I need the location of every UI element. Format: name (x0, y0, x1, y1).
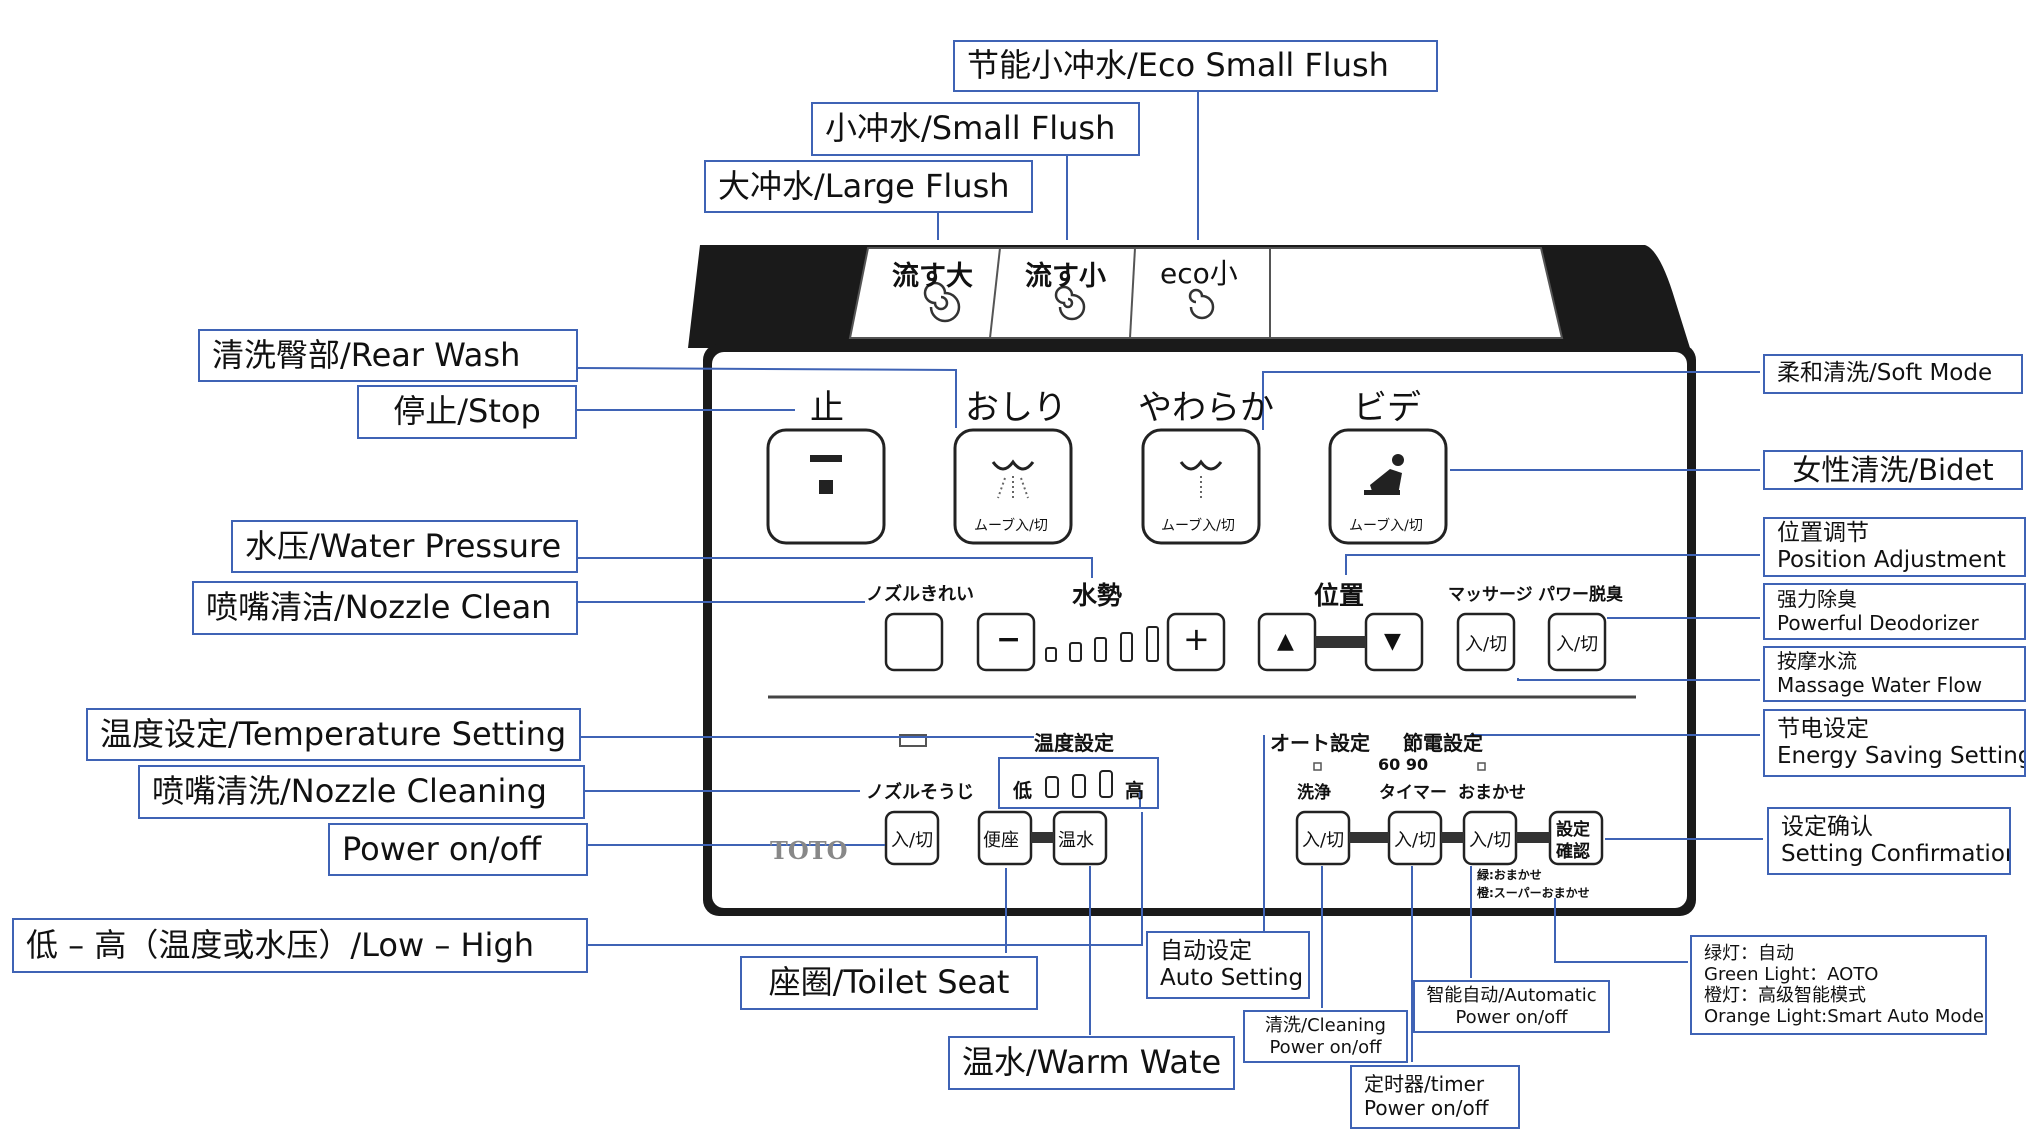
nozzle-souji-label: ノズルそうじ (866, 782, 974, 803)
stop-dot-icon (819, 480, 833, 494)
minus-glyph: − (996, 622, 1022, 657)
timer-onoff-label: 入/切 (1394, 830, 1437, 851)
pressure-level-indicator (1045, 626, 1159, 662)
toto-logo: TOTO (770, 836, 848, 865)
timer-nums-label: 60 90 (1378, 755, 1429, 774)
callout-power-onoff: Power on/off (328, 823, 588, 876)
stop-bar-icon (810, 455, 842, 462)
nozzle-clean-button[interactable] (884, 612, 944, 672)
flush-button-strip (848, 247, 1564, 339)
auto-clean-onoff-label: 入/切 (1302, 830, 1345, 851)
massage-label: マッサージ (1448, 585, 1533, 605)
plus-glyph: + (1183, 620, 1210, 658)
pressure-minus-button[interactable] (976, 612, 1036, 672)
massage-onoff-label: 入/切 (1465, 634, 1508, 655)
power-deo-label: パワー脱臭 (1538, 585, 1623, 605)
swirl-large-icon (923, 281, 961, 323)
bide-label: ビデ (1353, 388, 1421, 428)
setsuden-settei-label: 節電設定 (1403, 731, 1483, 755)
up-icon: ▲ (1277, 629, 1294, 654)
ichi-label: 位置 (1314, 581, 1365, 610)
nozzle-cleaning-button[interactable] (884, 810, 940, 866)
nozzle-onoff-label: 入/切 (891, 830, 934, 851)
yawaraka-label: やわらか (1138, 388, 1274, 428)
auto-settei-label: オート設定 (1270, 731, 1370, 755)
legend-green-label: 緑:おまかせ (1477, 868, 1542, 882)
ondo-settei-label: 温度設定 (1034, 731, 1114, 755)
callout-toilet-seat: 座圈/Toilet Seat (740, 956, 1038, 1010)
flush-small-label: 流す小 (1025, 261, 1106, 292)
temp-high-label: 高 (1125, 780, 1145, 802)
massage-button[interactable] (1456, 612, 1516, 672)
swirl-small-icon (1054, 285, 1086, 321)
battery-icon (899, 734, 927, 747)
down-icon: ▼ (1384, 629, 1401, 654)
callout-water-pressure: 水压/Water Pressure (231, 520, 578, 573)
soft-move-label: ムーブ入/切 (1161, 518, 1235, 534)
callout-nozzle-cleaning: 喷嘴清洗/Nozzle Cleaning (138, 765, 585, 819)
callout-soft-mode: 柔和清洗/Soft Mode (1763, 354, 2023, 394)
pressure-plus-button[interactable] (1166, 612, 1226, 672)
stop-label: 止 (810, 388, 844, 428)
suisei-label: 水勢 (1072, 581, 1123, 610)
smart-onoff-label: 入/切 (1469, 830, 1512, 851)
onsui-label: 温水 (1058, 830, 1094, 851)
senjou-label: 洗浄 (1297, 783, 1331, 803)
deo-onoff-label: 入/切 (1556, 634, 1599, 655)
swirl-eco-icon (1188, 288, 1215, 320)
flush-eco-label: eco小 (1160, 257, 1238, 290)
rear-move-label: ムーブ入/切 (974, 518, 1048, 534)
leader-lines (575, 91, 1763, 1062)
oshiri-label: おしり (965, 388, 1067, 428)
bidet-move-label: ムーブ入/切 (1349, 518, 1423, 534)
temp-level-indicator (1045, 770, 1113, 798)
timer-label: タイマー (1379, 783, 1447, 803)
bidet-icon (1364, 454, 1404, 495)
callout-bidet: 女性清洗/Bidet (1763, 450, 2023, 490)
legend-orange-label: 橙:スーパーおまかせ (1477, 886, 1590, 900)
callout-stop: 停止/Stop (357, 385, 577, 439)
callout-small-flush: 小冲水/Small Flush (811, 102, 1140, 156)
soft-wash-icon (1179, 459, 1223, 471)
position-slider-track (1315, 636, 1366, 648)
callout-temperature-setting: 温度设定/Temperature Setting (86, 708, 581, 761)
callout-eco-small-flush: 节能小冲水/Eco Small Flush (953, 40, 1438, 92)
callout-low-high: 低 – 高（温度或水压）/Low – High (12, 918, 588, 973)
flush-large-label: 流す大 (892, 261, 973, 292)
callout-rear-wash: 清洗臀部/Rear Wash (198, 329, 578, 382)
temp-level-box (998, 757, 1159, 809)
callout-nozzle-clean: 喷嘴清洁/Nozzle Clean (192, 581, 578, 635)
kakunin-label: 確認 (1556, 842, 1590, 862)
settei-label: 設定 (1556, 820, 1590, 840)
nozzle-kirei-label: ノズルきれい (866, 584, 974, 605)
callout-large-flush: 大冲水/Large Flush (704, 160, 1033, 213)
benza-label: 便座 (983, 830, 1019, 851)
omakase-label: おまかせ (1458, 783, 1526, 803)
rear-wash-icon (991, 459, 1035, 471)
temp-low-label: 低 (1013, 780, 1033, 802)
callout-warm-water: 温水/Warm Wate (948, 1036, 1235, 1090)
deodorizer-button[interactable] (1547, 612, 1607, 672)
